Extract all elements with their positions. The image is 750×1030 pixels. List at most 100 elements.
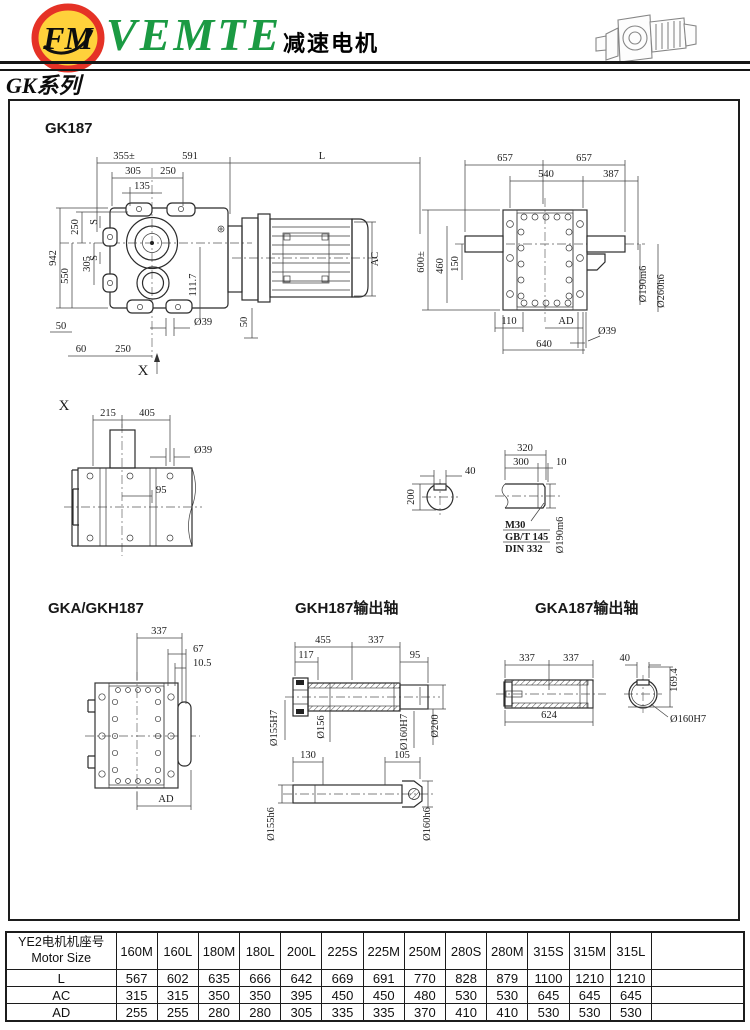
dim-label: 250 (160, 166, 176, 177)
dim-label: S (89, 219, 100, 225)
dim-label: 95 (156, 485, 167, 496)
table-cell: 1210 (609, 969, 652, 987)
gkh187-output-shaft-view: GKH187输出轴 455 337 117 95 Ø155H7 Ø156 Ø16… (266, 599, 446, 841)
retaining-groove (296, 680, 304, 685)
column-header: 160L (156, 931, 199, 970)
table-cell: 691 (362, 969, 405, 987)
motor-size-header: YE2电机机座号 Motor Size (5, 931, 117, 970)
shaft-end-detail: 320 300 10 M30 GB/T 145 DIN 332 Ø190m6 (495, 443, 567, 555)
column-header: 315S (527, 931, 570, 970)
dim-label: Ø160H7 (670, 714, 706, 725)
dim-label: 10 (556, 457, 567, 468)
dim-label: 640 (536, 339, 552, 350)
table-cell: 255 (156, 1003, 199, 1022)
column-header: 225S (321, 931, 364, 970)
dim-label: Ø39 (194, 445, 212, 456)
dim-label: 117 (298, 650, 313, 661)
dim-label: 150 (450, 256, 461, 272)
dim-label: 550 (60, 268, 71, 284)
dim-label: 50 (239, 317, 250, 328)
dim-label: 135 (134, 181, 150, 192)
table-cell: 669 (321, 969, 364, 987)
table-cell: 666 (239, 969, 282, 987)
dim-label: 110 (501, 316, 516, 327)
dim-label: 355± (113, 151, 135, 162)
product-title: 减速电机 (283, 32, 380, 57)
table-cell: 450 (362, 986, 405, 1004)
gka187-output-shaft-view: GKA187输出轴 337 337 624 40 169.4 Ø160H7 (496, 599, 706, 726)
dim-label: 130 (300, 750, 316, 761)
dim-label: 600± (416, 251, 427, 273)
empty-cell (650, 986, 745, 1004)
dim-label: Ø39 (598, 326, 616, 337)
empty-cell (650, 969, 745, 987)
table-cell: 530 (609, 1003, 652, 1022)
brand-name: VEMTE (106, 9, 283, 60)
table-cell: 530 (568, 1003, 611, 1022)
dim-label: AD (158, 794, 174, 805)
dim-label: 455 (315, 635, 331, 646)
view-title: GK187 (45, 120, 93, 137)
dim-label: AC (370, 252, 381, 267)
view-title: X (59, 398, 70, 414)
dim-label: 540 (538, 169, 554, 180)
dim-label: 95 (410, 650, 421, 661)
x-section-view: X 215 405 Ø39 95 (59, 398, 212, 556)
table-cell: 335 (362, 1003, 405, 1022)
table-cell: 305 (280, 1003, 323, 1022)
table-cell: 1210 (568, 969, 611, 987)
dim-label: 67 (193, 644, 204, 655)
gearmotor-thumbnail (595, 14, 697, 63)
view-title: GKH187输出轴 (295, 599, 398, 617)
view-title: GKA/GKH187 (48, 600, 144, 617)
gka-gkh187-view: GKA/GKH187 337 67 10.5 AD (48, 600, 211, 810)
table-cell: 645 (527, 986, 570, 1004)
gk187-side-view: 657 657 540 387 600± 460 150 Ø190m6 Ø260… (416, 153, 667, 354)
dim-label: 591 (182, 151, 198, 162)
dim-label: 250 (115, 344, 131, 355)
dim-label: 50 (56, 321, 67, 332)
dim-label: 111.7 (188, 274, 199, 297)
table-cell: 530 (527, 1003, 570, 1022)
column-header: 315M (568, 931, 611, 970)
table-cell: 410 (444, 1003, 488, 1022)
dim-label: Ø190m6 (638, 266, 649, 303)
dim-label: 624 (541, 710, 558, 721)
drawing-sheet: GK187 355± 591 L 305 2 (8, 99, 740, 921)
dim-label: Ø200 (430, 714, 441, 737)
dim-label: 105 (394, 750, 410, 761)
column-header: 315L (609, 931, 652, 970)
dim-label: 305 (125, 166, 141, 177)
dim-label: Ø160H7 (399, 714, 410, 750)
dim-label: 10.5 (193, 658, 211, 669)
gk187-front-view: GK187 355± 591 L 305 2 (45, 120, 421, 379)
table-cell: 642 (280, 969, 323, 987)
standard-ref-din: DIN 332 (505, 544, 543, 555)
x-view-marker: X (138, 363, 149, 379)
dim-label: L (319, 151, 325, 162)
dim-label: 250 (70, 219, 81, 235)
dim-label: 300 (513, 457, 529, 468)
table-cell: 315 (115, 986, 158, 1004)
dim-label: S (89, 255, 100, 261)
column-header: 180M (197, 931, 241, 970)
view-title: GKA187输出轴 (535, 599, 638, 617)
dim-label: Ø190m6 (555, 517, 566, 554)
column-header: 160M (115, 931, 158, 970)
motor-size-header-cn: YE2电机机座号 (18, 935, 105, 950)
dim-label: 200 (406, 489, 417, 505)
x-view-arrow-icon (154, 353, 160, 362)
dim-label: 337 (519, 653, 535, 664)
table-cell: 602 (156, 969, 199, 987)
table-cell: 280 (197, 1003, 241, 1022)
header-divider (0, 61, 750, 71)
dim-label: 942 (48, 250, 59, 266)
dim-label: 40 (620, 653, 631, 664)
dim-label: Ø260h6 (656, 274, 667, 308)
